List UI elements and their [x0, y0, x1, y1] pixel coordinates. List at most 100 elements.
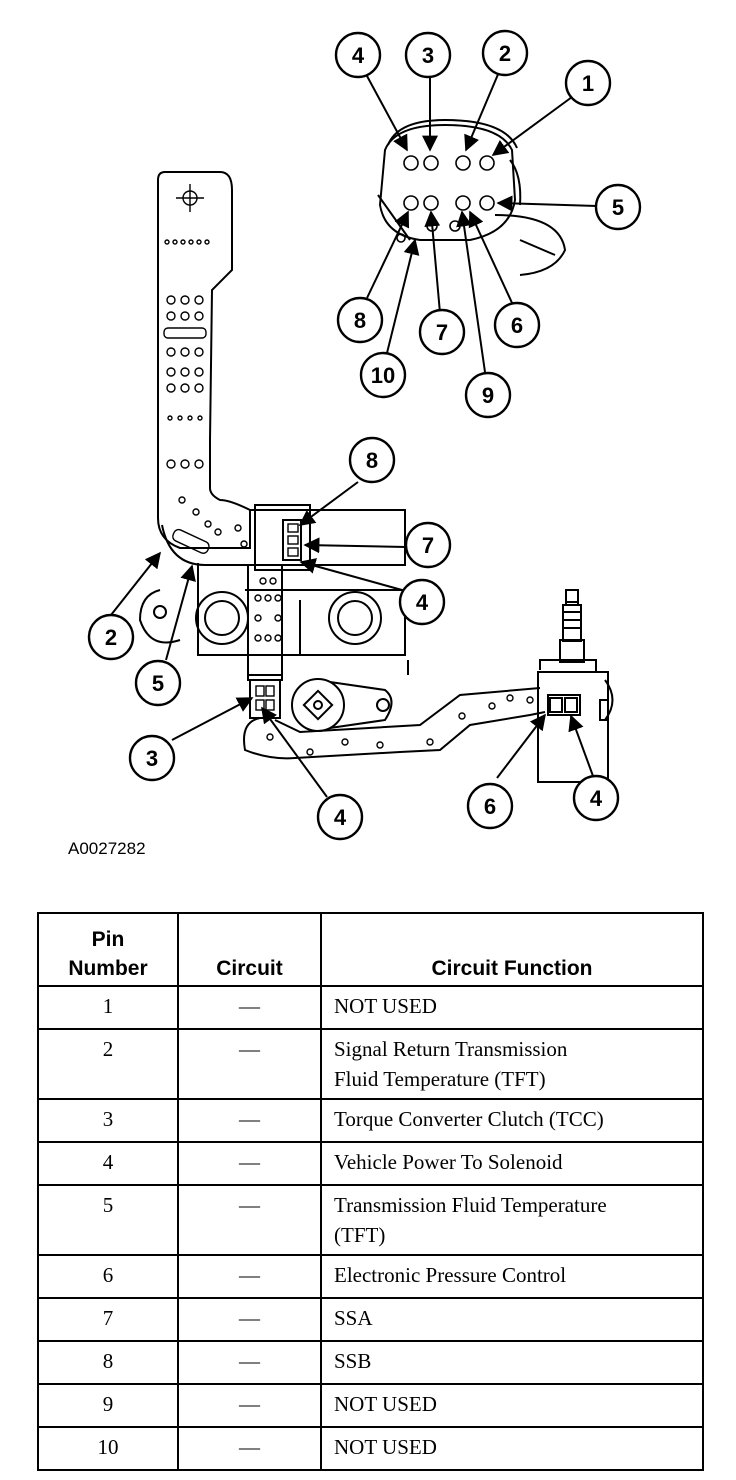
callout-bubble: 2 — [481, 29, 529, 77]
circuit-function-line: Electronic Pressure Control — [334, 1263, 567, 1287]
callout-bubble: 7 — [418, 308, 466, 356]
circuit-cell: — — [177, 1141, 322, 1186]
circuit-function-line: Signal Return Transmission — [334, 1037, 568, 1061]
callout-label: 3 — [422, 43, 434, 68]
circuit-cell: — — [177, 1254, 322, 1299]
callout-bubble: 3 — [404, 31, 452, 79]
table-row: 5— Transmission Fluid Temperature (TFT) — [37, 1184, 704, 1256]
callout-bubble: 8 — [336, 296, 384, 344]
circuit-function-line: Vehicle Power To Solenoid — [334, 1150, 563, 1174]
callout-bubble: 1 — [564, 59, 612, 107]
circuit-cell: — — [177, 985, 322, 1030]
pin-number-cell: 2 — [37, 1028, 179, 1100]
circuit-function-line: Transmission Fluid Temperature — [334, 1193, 607, 1217]
pin-number-cell: 10 — [37, 1426, 179, 1471]
header-pin-number: Pin Number — [37, 912, 179, 987]
header-pin-line2: Number — [68, 957, 148, 980]
callout-bubble: 9 — [464, 371, 512, 419]
pin-number-cell: 9 — [37, 1383, 179, 1428]
circuit-function-line: NOT USED — [334, 994, 437, 1018]
header-circuit-function: Circuit Function — [320, 912, 704, 987]
callout-label: 8 — [366, 448, 378, 473]
callout-label: 3 — [146, 746, 158, 771]
callout-label: 4 — [334, 805, 347, 830]
callout-label: 10 — [371, 363, 395, 388]
harness-terminal-dots — [163, 184, 534, 756]
callout-label: 6 — [511, 313, 523, 338]
callout-bubble: 4 — [572, 774, 620, 822]
pin-number-cell: 1 — [37, 985, 179, 1030]
table-header-row: Pin Number Circuit Circuit Function — [37, 912, 704, 987]
wiring-diagram: 4 3 2 1 5 8 7 6 10 9 8 7 4 2 5 3 4 6 4 — [87, 29, 642, 841]
table-row: 10— NOT USED — [37, 1426, 704, 1471]
circuit-function-line: SSA — [334, 1306, 373, 1330]
callout-label: 7 — [436, 320, 448, 345]
circuit-function-cell: Transmission Fluid Temperature (TFT) — [320, 1184, 704, 1256]
circuit-function-cell: SSB — [320, 1340, 704, 1385]
callout-bubble: 8 — [348, 436, 396, 484]
circuit-cell: — — [177, 1297, 322, 1342]
table-row: 1— NOT USED — [37, 985, 704, 1030]
circuit-function-cell: NOT USED — [320, 1426, 704, 1471]
pin-function-table: Pin Number Circuit Circuit Function 1—NO… — [37, 912, 704, 1471]
callout-label: 8 — [354, 308, 366, 333]
table-row: 3— Torque Converter Clutch (TCC) — [37, 1098, 704, 1143]
circuit-cell: — — [177, 1028, 322, 1100]
circuit-function-cell: Vehicle Power To Solenoid — [320, 1141, 704, 1186]
connector-pin-holes — [396, 155, 495, 243]
callout-label: 4 — [352, 43, 365, 68]
circuit-function-line: Torque Converter Clutch (TCC) — [334, 1107, 604, 1131]
circuit-cell: — — [177, 1184, 322, 1256]
circuit-cell: — — [177, 1383, 322, 1428]
circuit-function-line: SSB — [334, 1349, 372, 1373]
callout-label: 6 — [484, 794, 496, 819]
pin-number-cell: 4 — [37, 1141, 179, 1186]
circuit-function-cell: SSA — [320, 1297, 704, 1342]
callout-bubble: 4 — [316, 793, 364, 841]
circuit-function-cell: NOT USED — [320, 985, 704, 1030]
circuit-function-line: NOT USED — [334, 1435, 437, 1459]
pin-number-cell: 6 — [37, 1254, 179, 1299]
header-circuit: Circuit — [177, 912, 322, 987]
table-row: 9—NOT USED — [37, 1383, 704, 1428]
figure-id: A0027282 — [68, 839, 146, 858]
callout-group-harness: 8 7 4 2 5 3 4 6 4 — [87, 436, 620, 841]
circuit-function-cell: Electronic Pressure Control — [320, 1254, 704, 1299]
leader-lines — [110, 71, 598, 798]
header-pin-line1: Pin — [91, 928, 125, 951]
callout-label: 4 — [416, 590, 429, 615]
connector-face — [377, 118, 567, 276]
callout-label: 2 — [499, 41, 511, 66]
callout-label: 4 — [590, 786, 603, 811]
circuit-cell: — — [177, 1098, 322, 1143]
callout-label: 2 — [105, 625, 117, 650]
callout-bubble: 10 — [359, 351, 407, 399]
callout-bubble: 2 — [87, 613, 135, 661]
table-row: 8— SSB — [37, 1340, 704, 1385]
circuit-cell: — — [177, 1426, 322, 1471]
callout-bubble: 6 — [466, 782, 514, 830]
callout-label: 5 — [612, 195, 624, 220]
callout-label: 7 — [422, 533, 434, 558]
callout-bubble: 4 — [334, 31, 382, 79]
callout-group-connector: 4 3 2 1 5 8 7 6 10 9 — [334, 29, 642, 419]
callout-bubble: 5 — [594, 183, 642, 231]
pin-number-cell: 5 — [37, 1184, 179, 1256]
circuit-cell: — — [177, 1340, 322, 1385]
callout-bubble: 3 — [128, 734, 176, 782]
table-row: 6— Electronic Pressure Control — [37, 1254, 704, 1299]
pin-number-cell: 3 — [37, 1098, 179, 1143]
table-row: 4— Vehicle Power To Solenoid — [37, 1141, 704, 1186]
circuit-function-line: Fluid Temperature (TFT) — [334, 1067, 546, 1091]
callout-bubble: 7 — [404, 521, 452, 569]
circuit-function-line: (TFT) — [334, 1223, 386, 1247]
circuit-function-cell: Torque Converter Clutch (TCC) — [320, 1098, 704, 1143]
pin-number-cell: 8 — [37, 1340, 179, 1385]
callout-bubble: 5 — [134, 659, 182, 707]
callout-label: 5 — [152, 671, 164, 696]
callout-label: 1 — [582, 71, 594, 96]
pin-number-cell: 7 — [37, 1297, 179, 1342]
